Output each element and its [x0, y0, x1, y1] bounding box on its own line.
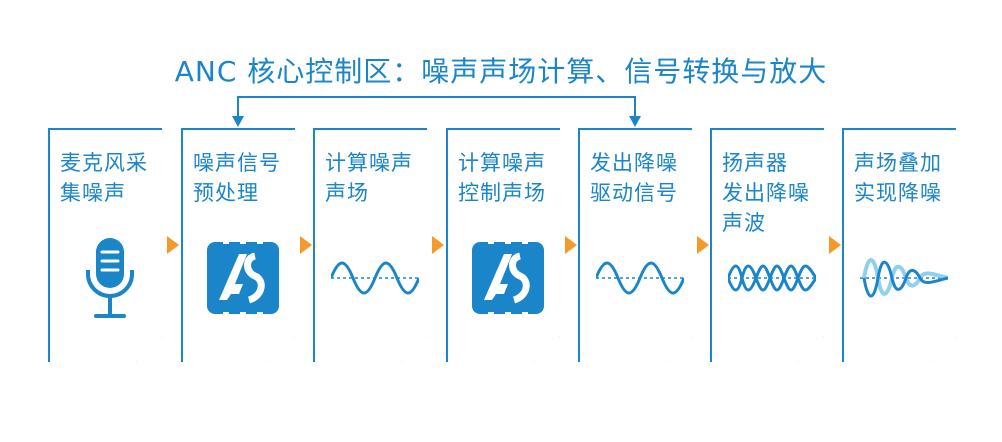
- flow-arrow: [697, 236, 709, 254]
- sine-wave-icon: [331, 234, 419, 322]
- as-chip-logo-icon: [199, 234, 287, 322]
- step-card-superposition: 声场叠加 实现降噪: [842, 128, 956, 362]
- diagram-title: ANC 核心控制区：噪声声场计算、信号转换与放大: [174, 55, 828, 88]
- step-label: 计算噪声 声场: [325, 151, 413, 205]
- step-card-mic: 麦克风采 集噪声: [48, 128, 162, 362]
- flow-arrow: [432, 236, 444, 254]
- flow-arrow: [300, 236, 312, 254]
- step-label: 噪声信号 预处理: [193, 151, 281, 205]
- step-label: 发出降噪 驱动信号: [590, 151, 678, 205]
- step-label: 计算噪声 控制声场: [458, 151, 546, 205]
- step-card-calc-noise: 计算噪声 声场: [313, 128, 427, 362]
- damped-wave-icon: [860, 234, 948, 322]
- step-card-preprocess: 噪声信号 预处理: [181, 128, 295, 362]
- step-card-speaker: 扬声器 发出降噪 声波: [710, 128, 824, 362]
- as-chip-logo-icon: [464, 234, 552, 322]
- step-label: 扬声器 发出降噪 声波: [722, 151, 810, 235]
- step-card-drive-signal: 发出降噪 驱动信号: [578, 128, 692, 362]
- step-label: 麦克风采 集噪声: [60, 151, 148, 205]
- step-card-control-field: 计算噪声 控制声场: [446, 128, 560, 362]
- step-label: 声场叠加 实现降噪: [854, 151, 942, 205]
- flow-arrow: [167, 236, 179, 254]
- flow-arrow: [565, 236, 577, 254]
- interfering-waves-icon: [728, 234, 816, 322]
- flow-arrow: [829, 236, 841, 254]
- microphone-icon: [66, 234, 154, 322]
- sine-wave-icon: [596, 234, 684, 322]
